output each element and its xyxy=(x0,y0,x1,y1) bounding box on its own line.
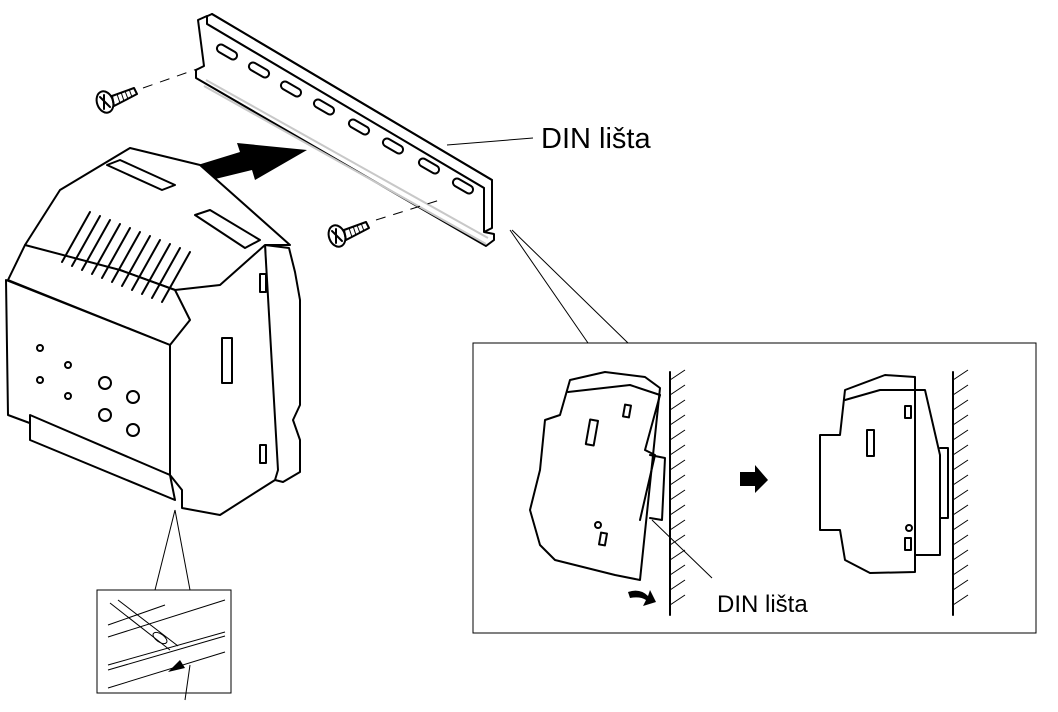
rail-slots xyxy=(215,43,475,195)
wall-1 xyxy=(669,369,686,616)
step2-device-mounted xyxy=(819,374,949,574)
wall-2 xyxy=(952,369,969,616)
detail-label-leader xyxy=(651,519,713,579)
arrow-right-icon xyxy=(740,465,768,493)
detail-callout xyxy=(154,509,191,591)
arrow-down-left-icon xyxy=(168,660,185,672)
rail-label: DIN lišta xyxy=(541,123,651,155)
rail-label-leader xyxy=(446,137,534,146)
side-clip-top xyxy=(259,273,267,293)
side-clip-bottom xyxy=(259,444,267,464)
curved-arrow-icon xyxy=(628,590,656,606)
arrow-right-up-icon xyxy=(188,143,307,182)
panel-callout xyxy=(509,229,629,344)
din-rail xyxy=(195,13,495,247)
rail-detail-label: DIN lišta xyxy=(717,591,808,618)
screw-right xyxy=(327,199,441,248)
mounting-steps-panel: DIN lišta xyxy=(472,229,1037,634)
side-slot xyxy=(221,337,233,384)
front-indicators xyxy=(36,344,140,437)
release-detail xyxy=(96,589,232,701)
screw-left xyxy=(95,67,201,114)
vent-fins xyxy=(61,211,191,303)
device-housing xyxy=(5,147,301,516)
step1-device-tilted xyxy=(529,371,666,581)
